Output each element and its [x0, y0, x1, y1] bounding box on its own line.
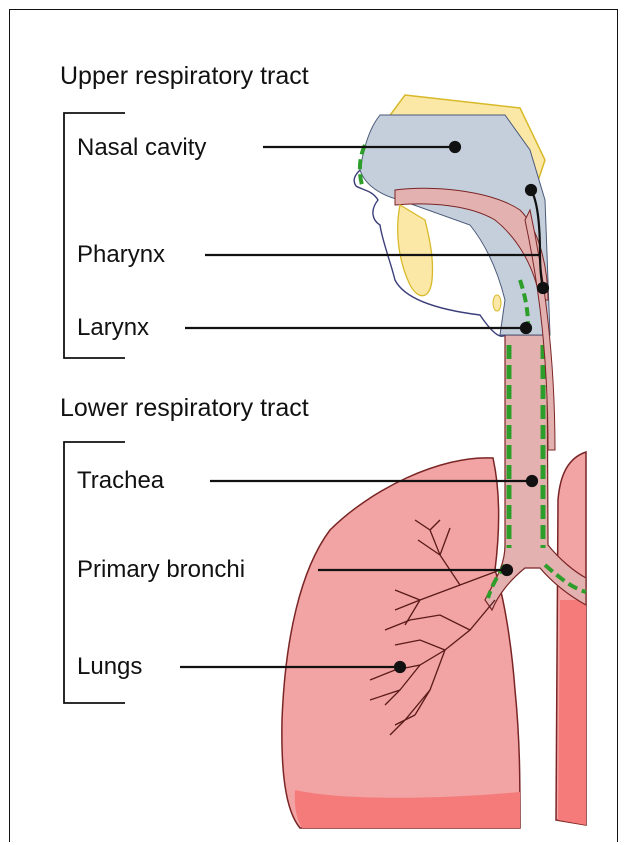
larynx-label: Larynx: [77, 316, 149, 340]
lungs-marker: [395, 662, 405, 672]
lower-tract-heading: Lower respiratory tract: [60, 396, 309, 421]
larynx-marker: [521, 323, 531, 333]
pharynx-marker-bottom: [538, 283, 548, 293]
trachea-marker: [527, 476, 537, 486]
trachea-label: Trachea: [77, 469, 164, 493]
primary-bronchi-marker: [502, 565, 512, 575]
pharynx-label: Pharynx: [77, 243, 165, 267]
pharynx-marker-top: [526, 185, 536, 195]
lungs-label: Lungs: [77, 655, 142, 679]
primary-bronchi-label: Primary bronchi: [77, 558, 245, 582]
upper-tract-heading: Upper respiratory tract: [60, 64, 309, 89]
nasal-cavity-label: Nasal cavity: [77, 136, 206, 160]
nasal-cavity-marker: [450, 142, 460, 152]
